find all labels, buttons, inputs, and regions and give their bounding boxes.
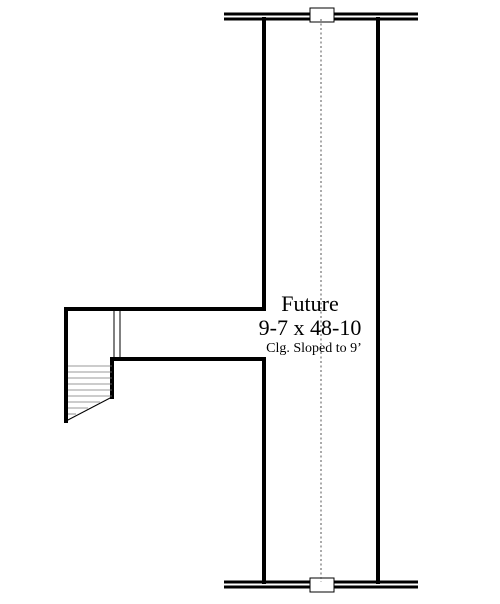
stair-railing <box>113 309 121 359</box>
stair-treads <box>68 365 112 415</box>
left-knee-wall-lower <box>110 357 266 584</box>
stair-break-line <box>65 396 113 422</box>
ceiling-note: Clg. Sloped to 9’ <box>266 341 362 356</box>
room-name: Future <box>281 291 338 316</box>
bottom-window <box>309 577 335 593</box>
left-knee-wall-upper <box>64 17 266 423</box>
top-window <box>309 7 335 23</box>
room-dimensions: 9-7 x 48-10 <box>259 315 362 340</box>
